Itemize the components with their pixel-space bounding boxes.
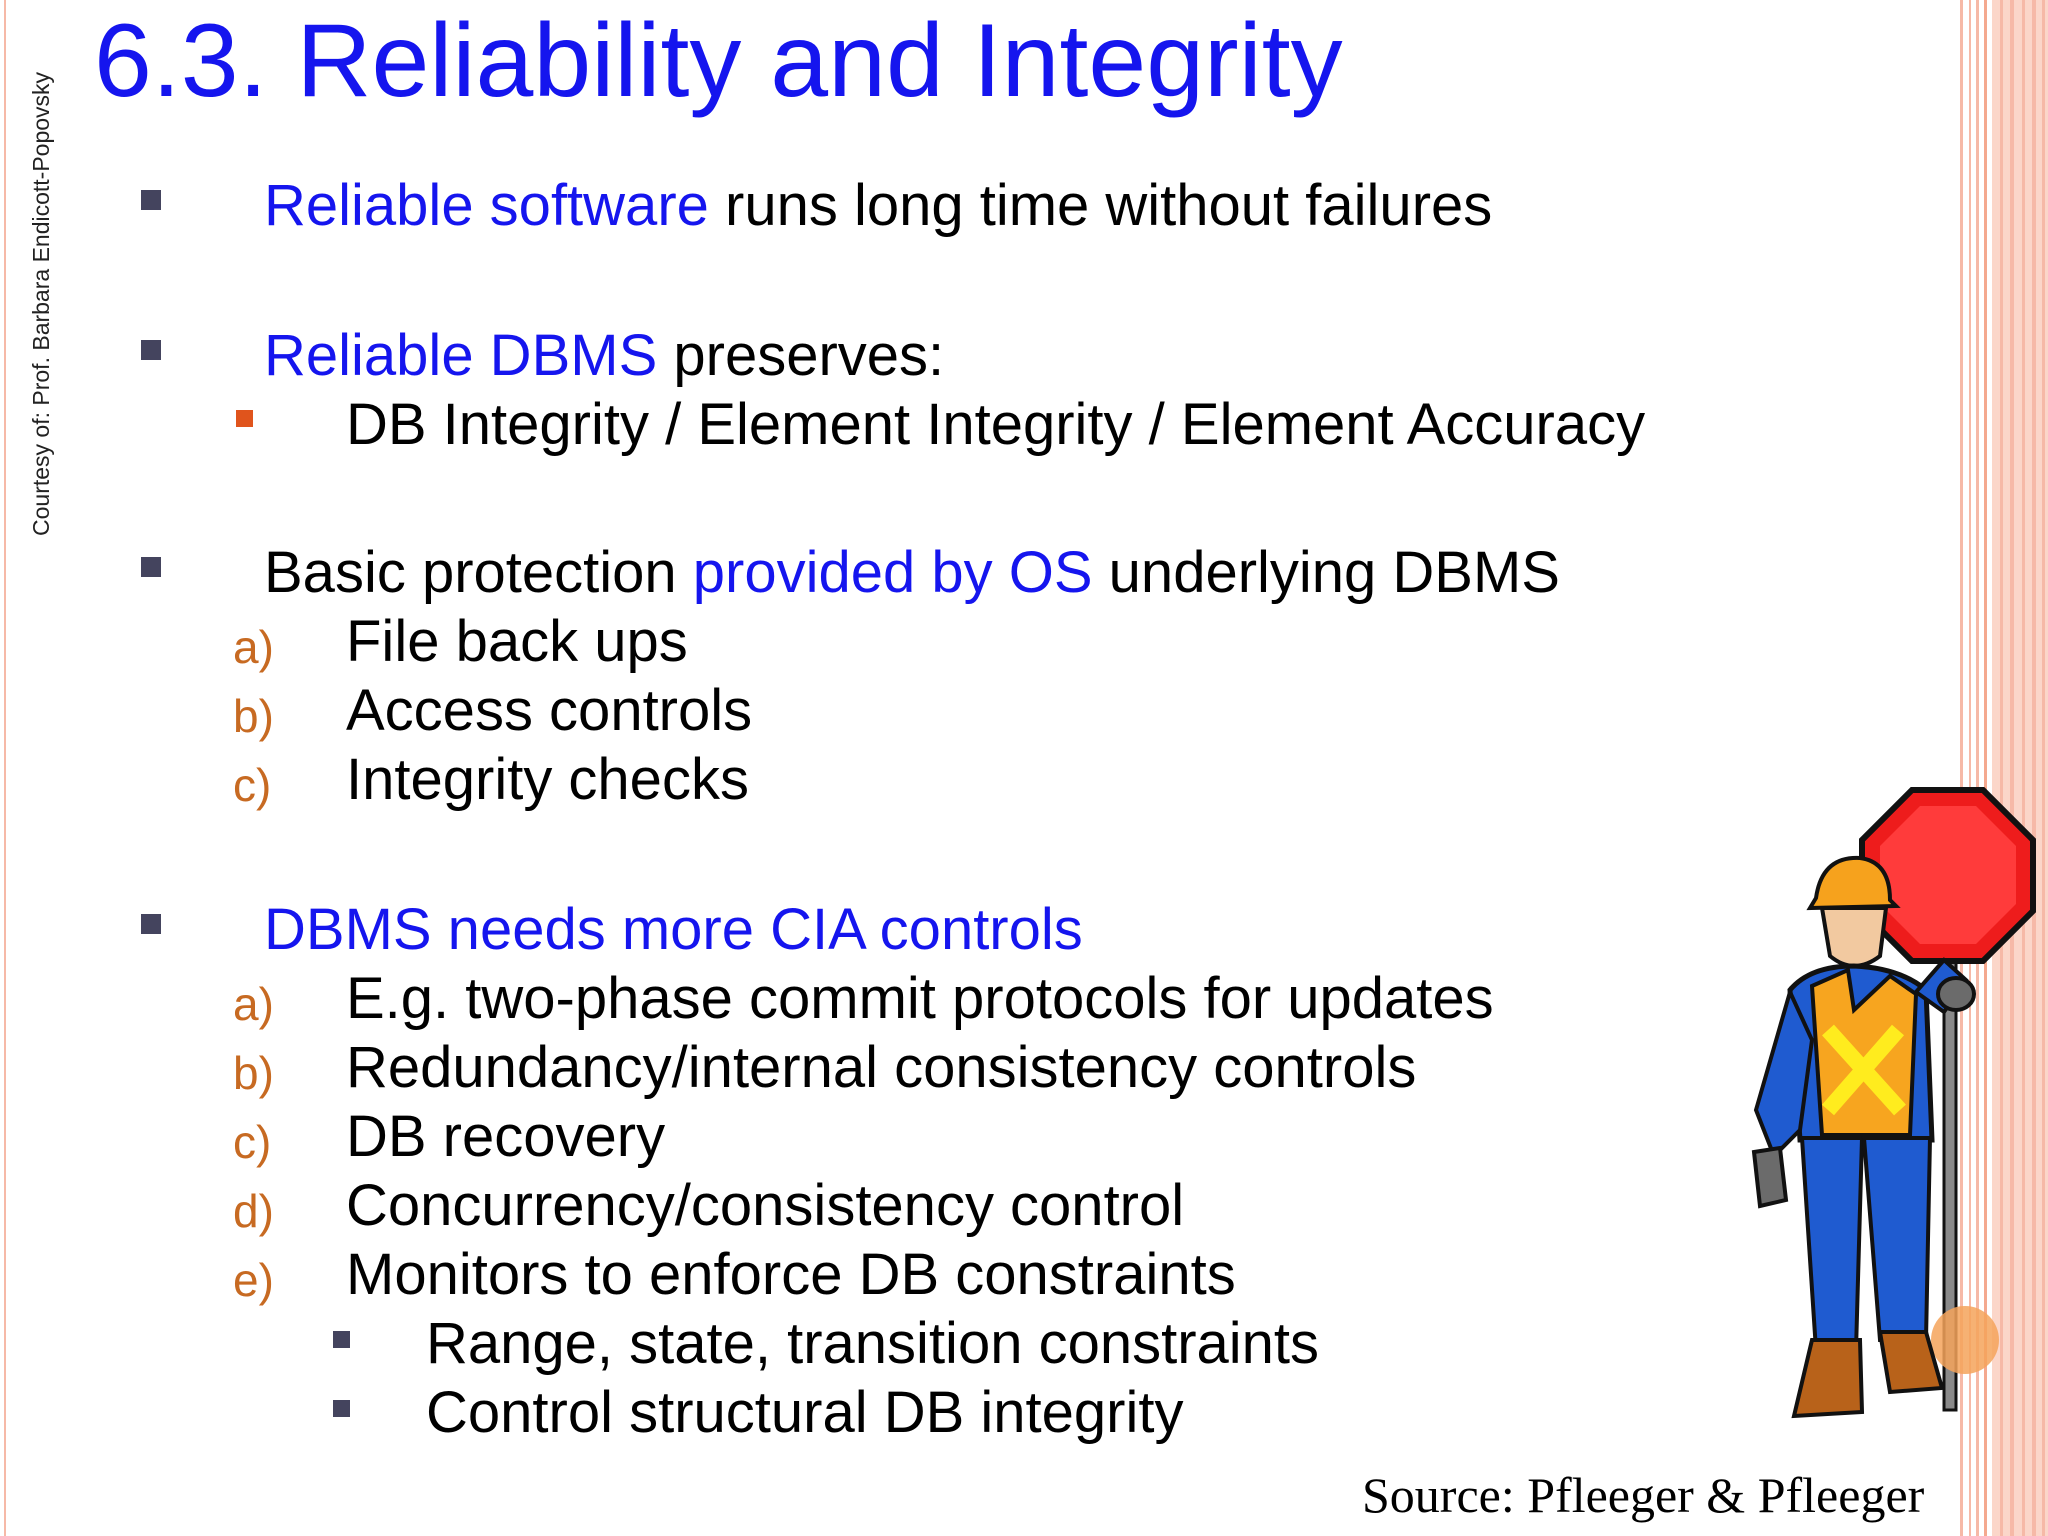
- list-letter: c): [233, 759, 272, 811]
- list-letter: b): [233, 690, 274, 742]
- bullet-text: runs long time without failures: [708, 173, 1493, 238]
- list-letter: e): [233, 1254, 274, 1306]
- list-letter: b): [233, 1047, 274, 1099]
- stop-sign-worker-icon: [1751, 787, 2036, 1419]
- bullet-basic-protection: Basic protection provided by OS underlyi…: [264, 539, 1560, 606]
- source-citation: Source: Pfleeger & Pfleeger: [1362, 1467, 1925, 1523]
- list-item: File back ups: [346, 609, 688, 674]
- slide-title: 6.3. Reliability and Integrity: [94, 3, 1343, 119]
- list-letter: a): [233, 621, 274, 673]
- list-item: Monitors to enforce DB constraints: [346, 1242, 1236, 1307]
- bullet-square-icon: [141, 557, 161, 577]
- sub-sub-bullet-square-icon: [333, 1331, 350, 1348]
- list-item: Concurrency/consistency control: [346, 1173, 1185, 1238]
- bullet-text: Basic protection: [264, 540, 693, 605]
- bullet-text: underlying DBMS: [1092, 540, 1560, 605]
- left-border-line: [4, 0, 6, 1536]
- bullet-square-icon: [141, 340, 161, 360]
- bullet-highlight: Reliable software: [264, 173, 709, 238]
- list-item: Redundancy/internal consistency controls: [346, 1035, 1417, 1100]
- sub-sub-bullet-square-icon: [333, 1400, 350, 1417]
- list-item: DB recovery: [346, 1104, 666, 1169]
- list-item: Integrity checks: [346, 747, 749, 812]
- sub-list-item: Range, state, transition constraints: [426, 1311, 1320, 1376]
- bullet-reliable-dbms: Reliable DBMS preserves:: [264, 322, 944, 389]
- list-letter: a): [233, 978, 274, 1030]
- sub-bullet-db-integrity: DB Integrity / Element Integrity / Eleme…: [346, 392, 1646, 457]
- list-item: Access controls: [346, 678, 753, 743]
- sub-bullet-square-icon: [236, 410, 253, 427]
- bullet-highlight: Reliable DBMS: [264, 323, 658, 388]
- bullet-highlight: provided by OS: [692, 540, 1093, 605]
- bullet-square-icon: [141, 190, 161, 210]
- list-letter: c): [233, 1116, 272, 1168]
- list-item: E.g. two-phase commit protocols for upda…: [346, 966, 1494, 1031]
- right-stripe-decoration: [1960, 0, 2048, 1536]
- bullet-square-icon: [141, 914, 161, 934]
- bullet-reliable-software: Reliable software runs long time without…: [264, 172, 1492, 239]
- bullet-highlight: DBMS needs more CIA controls: [264, 897, 1083, 962]
- bullet-dbms-cia-controls: DBMS needs more CIA controls: [264, 896, 1083, 963]
- courtesy-credit: Courtesy of: Prof. Barbara Endicott-Popo…: [28, 71, 54, 536]
- sub-list-item: Control structural DB integrity: [426, 1380, 1184, 1445]
- bullet-text: preserves:: [657, 323, 945, 388]
- list-letter: d): [233, 1185, 274, 1237]
